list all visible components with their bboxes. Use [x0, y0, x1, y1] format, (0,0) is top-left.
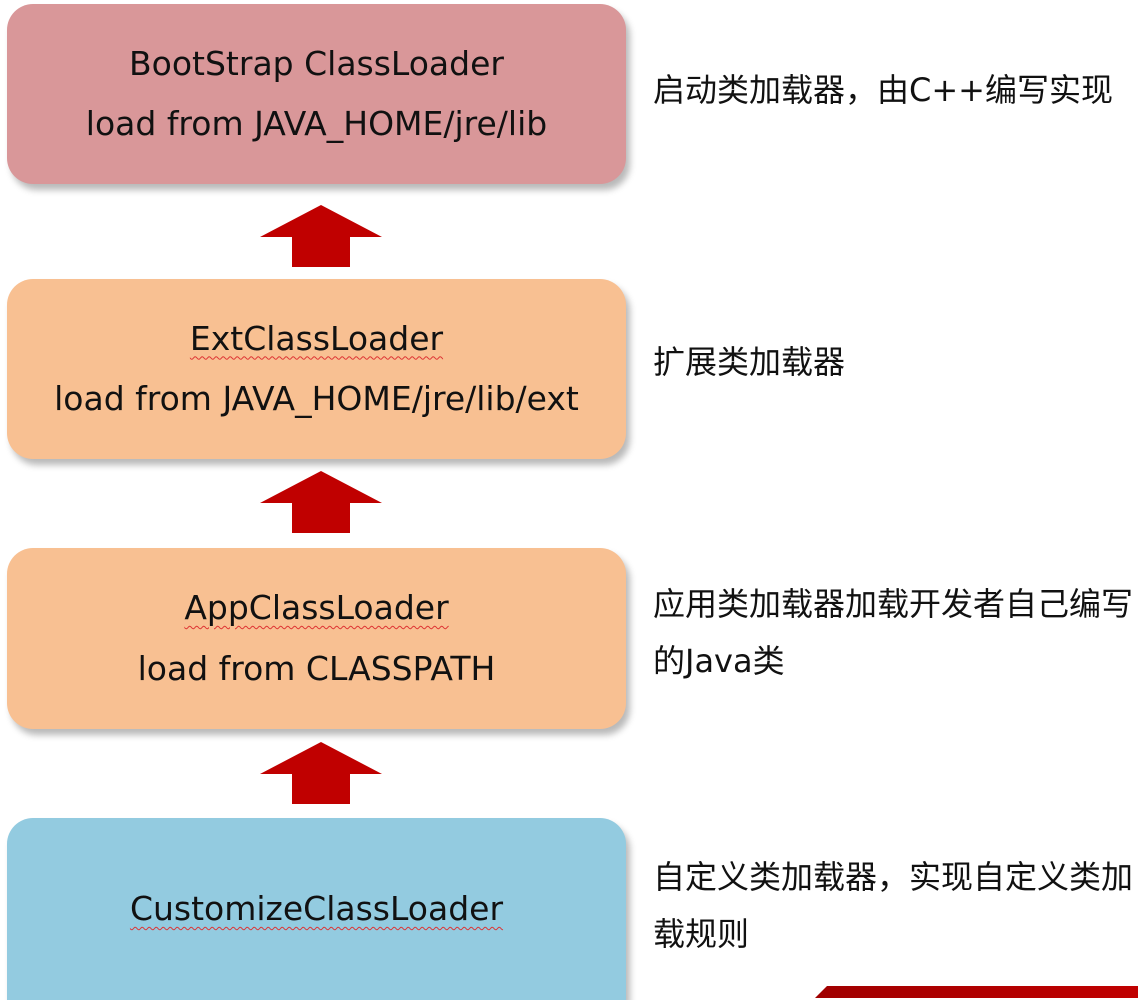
app-classloader-name: AppClassLoader [184, 588, 449, 628]
corner-banner [815, 986, 1138, 998]
customize-description-line1: 自定义类加载器，实现自定义类加 [653, 858, 1134, 896]
bootstrap-classloader-name: BootStrap ClassLoader [129, 43, 504, 83]
up-arrow-icon [260, 205, 382, 267]
customize-description: 自定义类加载器，实现自定义类加 载规则 [653, 849, 1138, 963]
bootstrap-description: 启动类加载器，由C++编写实现 [653, 71, 1113, 109]
app-description-line1: 应用类加载器加载开发者自己编写 [653, 585, 1134, 623]
customize-description-line2: 载规则 [653, 915, 750, 953]
ext-classloader-path: load from JAVA_HOME/jre/lib/ext [54, 379, 579, 418]
ext-classloader-name: ExtClassLoader [189, 318, 444, 358]
app-description: 应用类加载器加载开发者自己编写 的Java类 [653, 576, 1138, 690]
bootstrap-classloader-box: BootStrap ClassLoader load from JAVA_HOM… [7, 4, 626, 184]
bootstrap-classloader-path: load from JAVA_HOME/jre/lib [85, 104, 548, 143]
app-classloader-path: load from CLASSPATH [137, 648, 496, 688]
app-description-line2: 的Java类 [653, 642, 785, 680]
up-arrow-icon [260, 471, 382, 533]
up-arrow-icon [260, 742, 382, 804]
ext-classloader-box: ExtClassLoader load from JAVA_HOME/jre/l… [7, 279, 626, 459]
app-classloader-box: AppClassLoader load from CLASSPATH [7, 548, 626, 729]
ext-description: 扩展类加载器 [653, 343, 846, 381]
customize-classloader-name: CustomizeClassLoader [129, 888, 504, 928]
customize-classloader-box: CustomizeClassLoader [7, 818, 626, 1000]
